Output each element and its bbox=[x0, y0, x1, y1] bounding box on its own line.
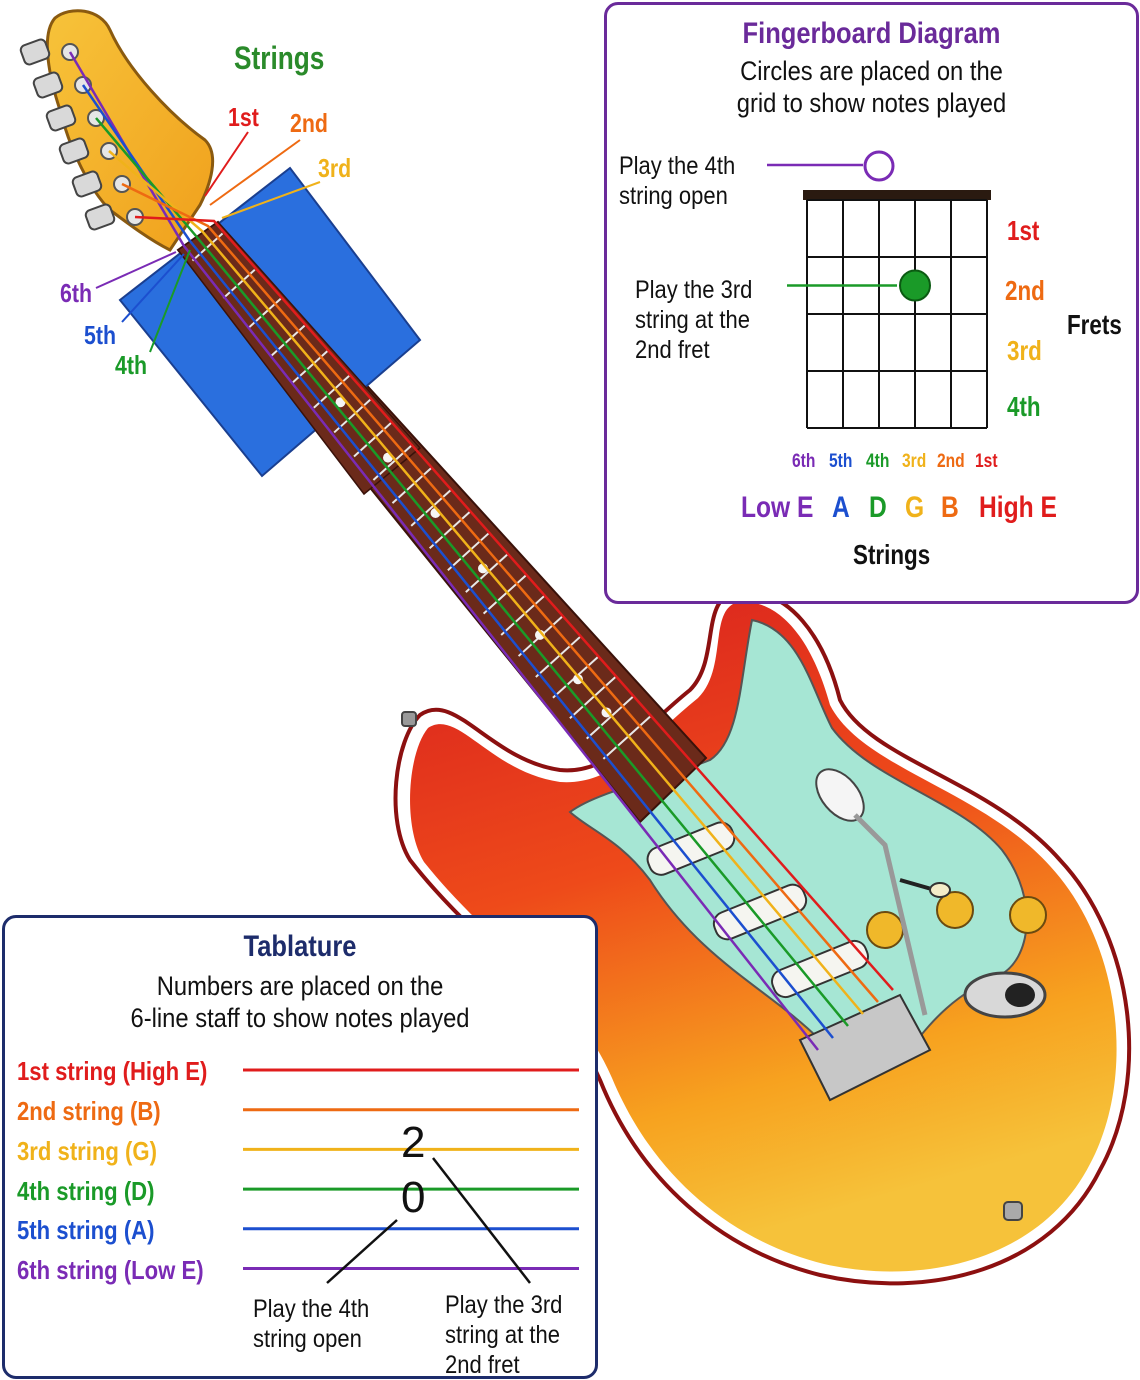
tremolo-arm bbox=[853, 813, 928, 1016]
fret-wire bbox=[410, 489, 452, 527]
fb-string-number-6: 6th bbox=[792, 451, 816, 472]
tab-staff bbox=[243, 1068, 579, 1284]
tab-pointer-open bbox=[326, 1219, 398, 1284]
tab-line-label-5: 5th string (A) bbox=[17, 1215, 155, 1245]
tuning-peg bbox=[71, 170, 103, 198]
fret-dot bbox=[573, 674, 583, 685]
note-name-low-e: Low E bbox=[741, 491, 814, 524]
fingerboard-grid bbox=[767, 150, 991, 429]
fb-string-number-1: 1st bbox=[975, 451, 998, 472]
fret-wire bbox=[391, 467, 433, 504]
note-name-d: D bbox=[869, 491, 887, 524]
fb-string-number-3: 3rd bbox=[902, 451, 927, 472]
string-label-pointers bbox=[95, 131, 321, 353]
label-pointer bbox=[149, 249, 191, 353]
guitar-string bbox=[134, 215, 894, 991]
tuning-peg bbox=[58, 137, 90, 165]
fret-wire bbox=[447, 532, 490, 572]
fb-string-number-5: 5th bbox=[829, 451, 853, 472]
knob-3 bbox=[1009, 896, 1047, 934]
note-name-b: B bbox=[941, 491, 959, 524]
tab-line-label-4: 4th string (D) bbox=[17, 1176, 155, 1206]
label-pointer bbox=[204, 131, 249, 197]
note-name-a: A bbox=[832, 491, 850, 524]
tab-line-label-3: 3rd string (G) bbox=[17, 1136, 157, 1166]
tablature-panel: Tablature Numbers are placed on the 6-li… bbox=[2, 915, 598, 1379]
nut bbox=[803, 190, 991, 200]
fingerboard-fret-note: Play the 3rd string at the 2nd fret bbox=[635, 276, 753, 364]
label-pointer bbox=[209, 139, 301, 206]
fret-wire bbox=[535, 635, 582, 678]
tuning-peg bbox=[84, 203, 116, 231]
fret-wire bbox=[586, 694, 635, 740]
strap-button bbox=[401, 711, 417, 727]
fingerboard-diagram-panel: Fingerboard Diagram Circles are placed o… bbox=[604, 2, 1139, 604]
fret-label-2: 2nd bbox=[1005, 275, 1045, 306]
guitar-string bbox=[68, 51, 819, 1051]
tab-number-fret: 2 bbox=[401, 1118, 426, 1167]
fingerboard-title: Fingerboard Diagram bbox=[742, 17, 1001, 50]
selector-switch bbox=[929, 882, 951, 898]
tab-pointer-fret bbox=[432, 1157, 531, 1284]
tablature-title: Tablature bbox=[243, 930, 357, 963]
tab-line-label-2: 2nd string (B) bbox=[17, 1096, 161, 1126]
guitar-string bbox=[81, 84, 834, 1039]
tuning-peg bbox=[19, 38, 51, 66]
tuning-peg bbox=[45, 104, 77, 132]
tuning-peg bbox=[32, 71, 64, 99]
guitar-string bbox=[95, 117, 849, 1027]
fb-strings-title: Strings bbox=[853, 539, 931, 570]
tab-note-open: Play the 4th string open bbox=[253, 1295, 370, 1353]
guitar-label-6th: 6th bbox=[60, 278, 92, 308]
guitar-label-2nd: 2nd bbox=[290, 108, 328, 138]
guitar-label-5th: 5th bbox=[84, 320, 116, 350]
knob-2 bbox=[936, 891, 974, 929]
tab-note-fret: Play the 3rd string at the 2nd fret bbox=[445, 1291, 563, 1379]
fretted-note-marker bbox=[899, 269, 931, 302]
guitar-label-3rd: 3rd bbox=[318, 153, 352, 183]
fb-string-number-4: 4th bbox=[866, 451, 890, 472]
fret-wire bbox=[569, 675, 618, 719]
open-string-marker bbox=[863, 150, 895, 182]
fret-label-3: 3rd bbox=[1007, 335, 1042, 366]
tuning-pegs bbox=[19, 38, 144, 231]
tab-line-label-1: 1st string (High E) bbox=[17, 1056, 208, 1086]
label-pointer bbox=[221, 181, 321, 219]
guitar-string bbox=[121, 182, 879, 1003]
guitar-string bbox=[108, 150, 864, 1015]
guitar-strings bbox=[68, 51, 894, 1051]
frets-title: Frets bbox=[1067, 309, 1122, 340]
label-pointer bbox=[121, 253, 185, 323]
fret-label-4: 4th bbox=[1007, 391, 1041, 422]
fb-string-number-2: 2nd bbox=[937, 451, 965, 472]
note-name-high-e: High E bbox=[979, 491, 1057, 524]
guitar-label-1st: 1st bbox=[228, 102, 259, 132]
fret-dot bbox=[535, 629, 545, 640]
label-pointer bbox=[95, 251, 177, 289]
fret-wire bbox=[465, 553, 509, 593]
fret-wire bbox=[500, 594, 546, 636]
fingerboard-open-note: Play the 4th string open bbox=[619, 152, 736, 210]
tablature-description: Numbers are placed on the 6-line staff t… bbox=[130, 971, 470, 1033]
fret-label-1: 1st bbox=[1007, 215, 1040, 246]
guitar-label-4th: 4th bbox=[115, 350, 147, 380]
tab-number-open: 0 bbox=[401, 1173, 426, 1222]
knob-1 bbox=[866, 911, 904, 949]
tab-line-label-6: 6th string (Low E) bbox=[17, 1255, 204, 1285]
fingerboard-description: Circles are placed on the grid to show n… bbox=[736, 56, 1007, 118]
fret-wire bbox=[428, 510, 471, 549]
fret-wire bbox=[482, 573, 528, 615]
bridge bbox=[798, 993, 932, 1102]
guitar-strings-title: Strings bbox=[234, 40, 325, 76]
note-name-g: G bbox=[905, 491, 925, 524]
